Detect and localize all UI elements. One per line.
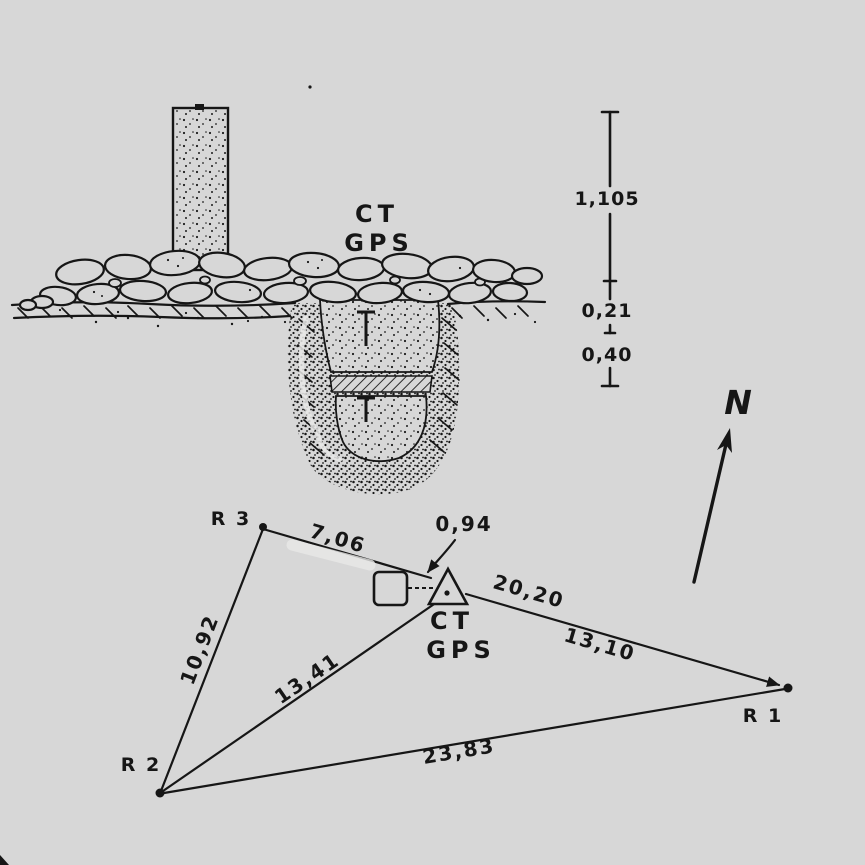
- survey-mark-upper: [357, 310, 375, 346]
- scan-speck: [308, 85, 312, 89]
- point-label-r1: R 1: [743, 705, 783, 727]
- concrete-lower-block: [334, 395, 428, 462]
- north-arrow: N: [692, 383, 752, 584]
- distance-label-offset: 0,94: [435, 512, 492, 536]
- whiteout-streak-plan: [286, 539, 376, 571]
- survey-mark-lower: [357, 396, 375, 422]
- point-r1: [783, 683, 793, 693]
- offset-arrow: [426, 538, 457, 574]
- north-label: N: [724, 383, 752, 422]
- soil-speckles: [58, 308, 537, 328]
- buried-plate: [329, 375, 433, 393]
- scale-bar: 1,105 0,21 0,40: [574, 110, 639, 388]
- point-r3: [259, 523, 267, 531]
- scale-label-height: 1,105: [574, 188, 639, 210]
- pillar-top-mark: [195, 104, 204, 110]
- north-arrowhead-icon: [717, 428, 732, 453]
- whiteout-streak-pit: [298, 315, 317, 431]
- plan-station-label-line1: CT: [430, 607, 474, 635]
- cross-section-station-label-line1: CT: [355, 200, 399, 228]
- line-r2-to-station: [161, 598, 442, 793]
- station-center-dot: [444, 590, 450, 596]
- scale-label-depth2: 0,40: [582, 344, 633, 366]
- cross-section-station-label-line2: GPS: [344, 229, 414, 257]
- whiteout-streak-pit-2: [316, 428, 342, 462]
- north-arrow-shaft: [692, 438, 729, 584]
- witness-mark-square: [372, 570, 409, 607]
- line-r2-to-r1: [162, 687, 787, 795]
- line-r3-to-r2: [159, 527, 265, 793]
- monument-cross-section: CT GPS: [10, 104, 547, 495]
- point-label-r2: R 2: [121, 754, 161, 776]
- rock-pile: [18, 249, 544, 312]
- scan-corner-mark: [0, 855, 9, 865]
- line-station-to-r1: [464, 592, 781, 687]
- concrete-upper-block: [319, 299, 441, 373]
- scale-label-depth1: 0,21: [582, 300, 633, 322]
- point-label-r3: R 3: [211, 508, 251, 530]
- plan-station-label-line2: GPS: [426, 636, 496, 664]
- station-triangle: [426, 566, 470, 606]
- point-r2: [155, 788, 165, 798]
- monument-pillar: [171, 104, 230, 272]
